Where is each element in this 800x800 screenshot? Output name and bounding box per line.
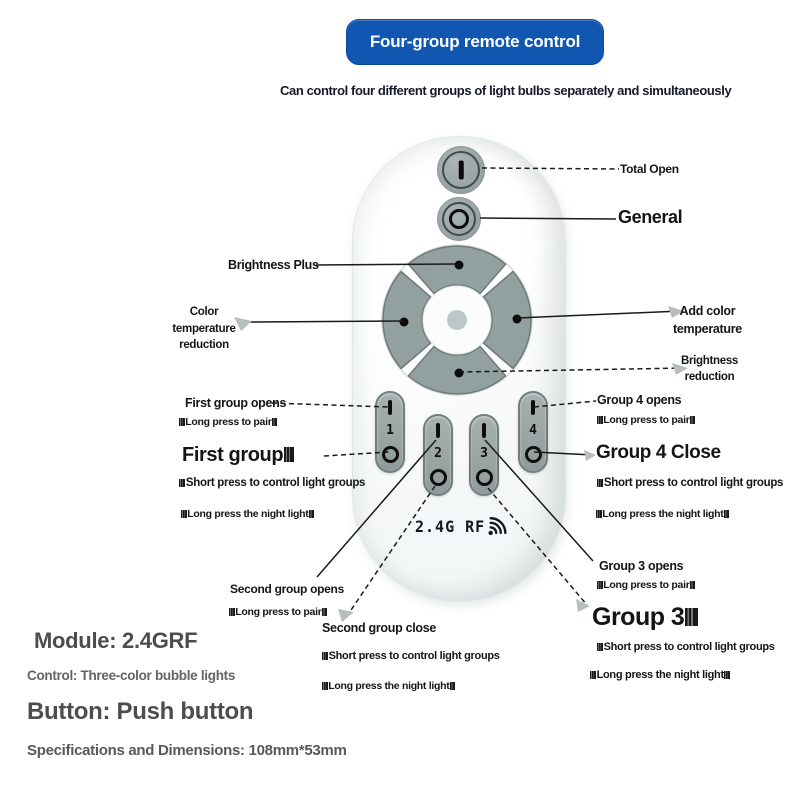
group-1-off-icon: [381, 446, 399, 463]
power-on-button: [437, 146, 485, 194]
group-3-off-icon: [475, 469, 493, 486]
missing-glyph-box: [179, 478, 186, 487]
label-group4-opens-sub: Long press to pair: [597, 414, 696, 427]
missing-glyph-box: [283, 447, 294, 462]
label-first-group-short-press: Short press to control light groups: [179, 477, 365, 491]
title-banner: Four-group remote control: [346, 19, 604, 65]
group-2-on-icon: [436, 423, 440, 438]
group-4-off-icon: [524, 446, 542, 463]
rf-logo: 2.4G RF: [415, 517, 509, 536]
label-color-temp-reduction: Color temperature reduction: [172, 306, 236, 352]
spec-module: Module: 2.4GRF: [34, 628, 198, 653]
label-first-group-close: First group: [182, 443, 295, 467]
spec-control: Control: Three-color bubble lights: [27, 668, 236, 683]
dpad-right-dot-icon: [512, 314, 522, 324]
missing-glyph-box: [179, 418, 185, 426]
missing-glyph-box: [723, 510, 730, 518]
label-second-group-long-press: Long press the night light: [322, 680, 456, 693]
group-3-number: 3: [480, 446, 488, 461]
spec-button: Button: Push button: [27, 698, 254, 725]
group-1-number: 1: [386, 423, 394, 438]
dpad-up-dot-icon: [454, 260, 464, 270]
missing-glyph-box: [308, 510, 315, 518]
wedge-group4-close: [584, 450, 596, 461]
remote-body: 1 2 3 4 2.4G RF: [352, 136, 566, 602]
missing-glyph-box: [597, 478, 604, 487]
group-4-on-icon: [531, 400, 535, 415]
label-first-group-opens: First group opens: [185, 396, 287, 410]
wifi-signal-icon: [488, 517, 507, 536]
label-second-group-opens-sub: Long press to pair: [229, 606, 328, 619]
label-group4-close: Group 4 Close: [596, 442, 721, 463]
power-off-button: [437, 197, 481, 241]
label-group3-long-press: Long press the night light: [590, 669, 730, 682]
missing-glyph-box: [689, 416, 696, 424]
missing-glyph-box: [271, 418, 278, 426]
label-group3-close: Group 3: [592, 602, 699, 632]
missing-glyph-box: [321, 608, 328, 616]
label-group3-opens: Group 3 opens: [599, 559, 684, 573]
missing-glyph-box: [597, 642, 603, 651]
label-group4-long-press: Long press the night light: [596, 508, 730, 521]
dpad-center-dot-icon: [447, 310, 467, 330]
label-second-group-short-press: Short press to control light groups: [322, 650, 500, 663]
dpad-outline: [381, 244, 533, 396]
power-off-icon: [449, 209, 469, 229]
dpad-down-dot-icon: [454, 368, 464, 378]
group-1-button: 1: [375, 391, 405, 473]
missing-glyph-box: [229, 608, 235, 616]
group-4-button: 4: [518, 391, 548, 473]
missing-glyph-box: [724, 670, 730, 679]
rf-logo-text: 2.4G RF: [415, 517, 486, 537]
label-group4-short-press: Short press to control light groups: [597, 477, 783, 491]
missing-glyph-box: [449, 682, 456, 690]
group-3-button: 3: [469, 414, 499, 496]
label-first-group-opens-sub: Long press to pair: [179, 416, 278, 429]
missing-glyph-box: [597, 581, 603, 589]
dpad-up-button: [407, 245, 507, 295]
label-general: General: [618, 207, 683, 227]
group-2-number: 2: [434, 446, 442, 461]
missing-glyph-box: [597, 416, 603, 424]
label-add-color-temp: Add color temperature: [673, 304, 742, 337]
missing-glyph-box: [181, 510, 187, 518]
dpad: [381, 244, 533, 396]
dpad-left-dot-icon: [399, 317, 409, 327]
group-1-on-icon: [388, 400, 392, 415]
label-first-group-long-press: Long press the night light: [181, 508, 315, 521]
missing-glyph-box: [590, 670, 596, 679]
group-2-off-icon: [429, 469, 447, 486]
label-brightness-reduction: Brightness reduction: [680, 355, 739, 384]
group-3-on-icon: [482, 423, 486, 438]
label-second-group-opens: Second group opens: [230, 582, 344, 596]
label-group3-short-press: Short press to control light groups: [597, 641, 775, 654]
spec-dimensions: Specifications and Dimensions: 108mm*53m…: [27, 742, 347, 759]
label-group4-opens: Group 4 opens: [597, 393, 682, 407]
label-brightness-plus: Brightness Plus: [228, 258, 319, 272]
missing-glyph-box: [685, 607, 698, 626]
group-2-button: 2: [423, 414, 453, 496]
label-group3-opens-sub: Long press to pair: [597, 579, 696, 592]
label-second-group-close: Second group close: [322, 621, 437, 635]
missing-glyph-box: [596, 510, 602, 518]
missing-glyph-box: [322, 651, 328, 660]
group-4-number: 4: [529, 423, 537, 438]
missing-glyph-box: [689, 581, 696, 589]
label-total-open: Total Open: [620, 162, 679, 176]
wedge-group3-close: [576, 599, 590, 612]
missing-glyph-box: [322, 682, 328, 690]
subtitle: Can control four different groups of lig…: [280, 83, 732, 98]
power-on-icon: [458, 160, 464, 180]
